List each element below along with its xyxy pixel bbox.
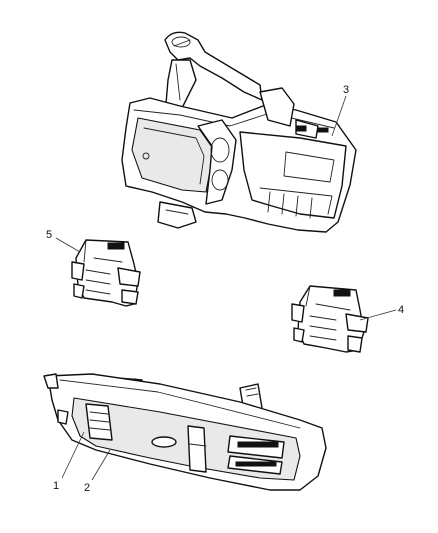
callout-3: 3 bbox=[343, 84, 349, 96]
callout-5: 5 bbox=[46, 229, 52, 241]
leader-line-5 bbox=[55, 237, 81, 253]
part-5-clip bbox=[71, 239, 141, 307]
part-3-mounting-bracket bbox=[121, 31, 357, 233]
part-1-2-overhead-console bbox=[43, 373, 327, 491]
leader-line-2 bbox=[91, 449, 111, 481]
callout-2: 2 bbox=[84, 482, 90, 494]
leader-line-3 bbox=[331, 95, 347, 137]
part-4-clip bbox=[291, 285, 369, 353]
callout-4: 4 bbox=[398, 304, 404, 316]
leader-line-1 bbox=[61, 431, 85, 479]
leader-line-4 bbox=[359, 309, 397, 321]
callout-1: 1 bbox=[53, 480, 59, 492]
